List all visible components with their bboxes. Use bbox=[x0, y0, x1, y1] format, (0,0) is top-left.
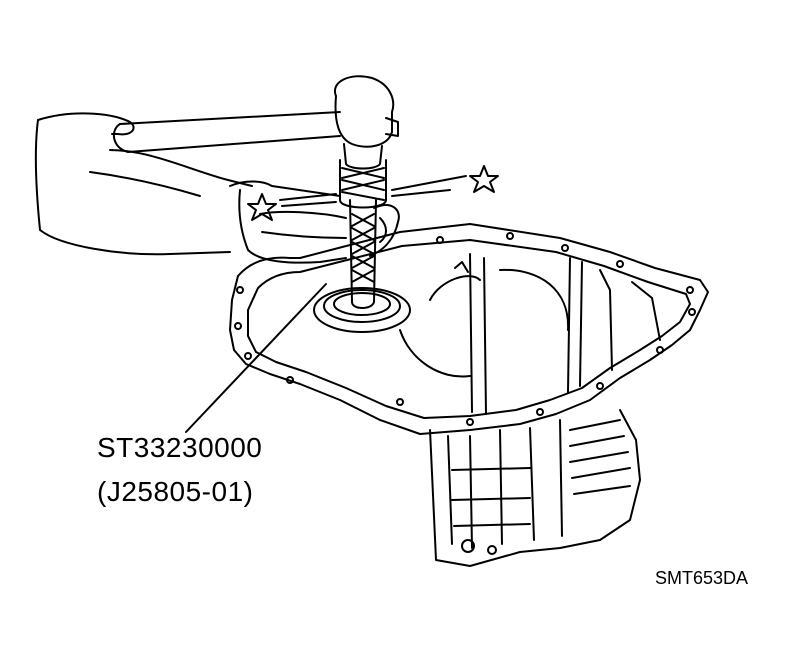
callout-leader-line bbox=[185, 283, 327, 433]
tool-number-label: ST33230000 bbox=[97, 432, 263, 463]
drift-tool bbox=[339, 159, 387, 309]
figure-code-label: SMT653DA bbox=[655, 568, 749, 588]
seal-bore bbox=[313, 287, 411, 333]
case-internal-ribs bbox=[399, 253, 661, 415]
tool-alt-number-label: (J25805-01) bbox=[97, 476, 254, 507]
case-lower-housing bbox=[429, 409, 641, 567]
hammer bbox=[112, 75, 399, 170]
impact-stars bbox=[247, 165, 499, 221]
case-flange bbox=[229, 223, 709, 435]
hands bbox=[34, 112, 400, 264]
